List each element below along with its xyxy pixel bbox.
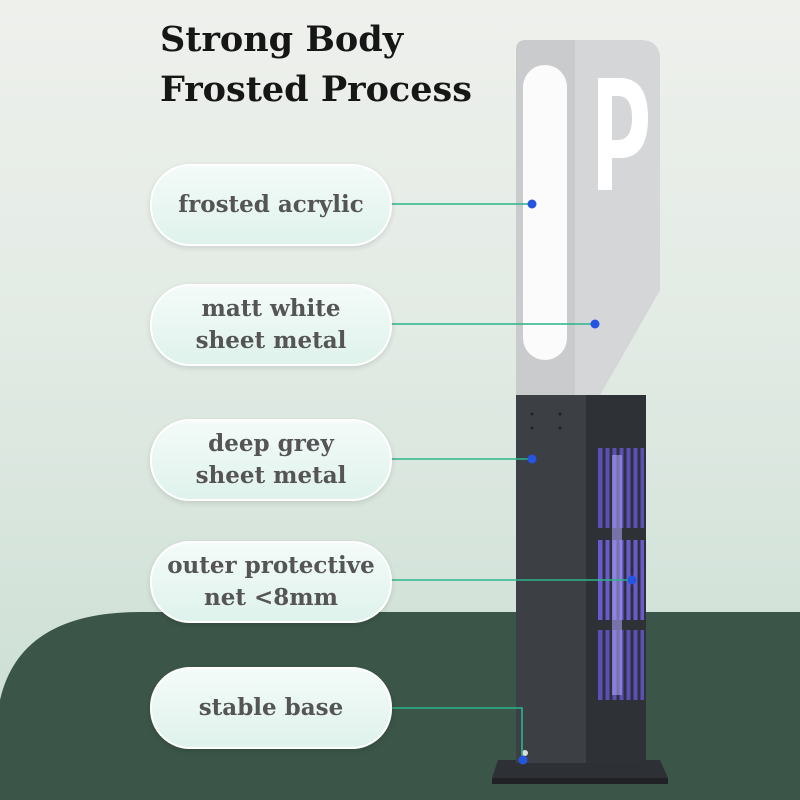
callout-text: sheet metal [195,462,347,489]
callout-text: sheet metal [195,327,347,354]
callout-stable-base: stable base [150,667,392,749]
parking-p-logo-icon [598,78,648,190]
callout-text: frosted acrylic [178,191,364,218]
callout-text: deep grey [208,430,334,457]
callout-outer-protective-net: outer protective net <8mm [150,541,392,623]
frosted-acrylic-strip [523,65,567,360]
callout-text: outer protective [167,552,375,579]
callout-text: stable base [198,694,344,721]
callout-dots [518,199,637,765]
stable-base [492,760,668,778]
deep-grey-body [516,395,586,763]
callout-frosted-acrylic: frosted acrylic [150,164,392,246]
callout-text: matt white [201,295,341,322]
headline-line-2: Frosted Process [160,69,472,110]
callout-deep-grey-sheet-metal: deep grey sheet metal [150,419,392,501]
headline-line-1: Strong Body [160,19,404,60]
protective-net [598,448,644,700]
callout-matt-white-sheet-metal: matt white sheet metal [150,284,392,366]
callout-text: net <8mm [204,584,338,611]
leader-lines [388,203,632,760]
